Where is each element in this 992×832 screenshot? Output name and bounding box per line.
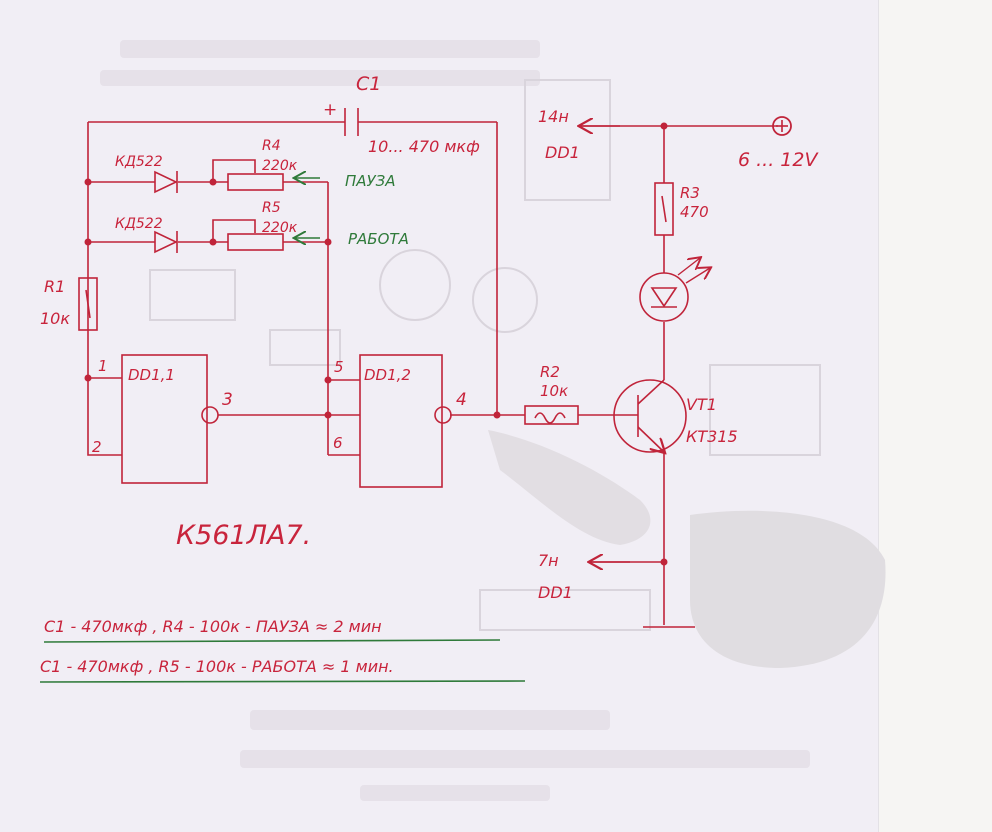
r4-value-label: 220к	[262, 158, 298, 174]
r2-name-label: R2	[540, 363, 560, 381]
pin3-label: 3	[222, 390, 233, 410]
diode-2	[154, 230, 178, 254]
dd12-label: DD1,2	[364, 366, 411, 384]
note-2-underline	[39, 680, 526, 683]
r3-value-label: 470	[680, 203, 709, 221]
c1-value-label: 10... 470 мкф	[368, 137, 480, 156]
power-terminal	[772, 116, 792, 136]
c1-plus-label: +	[323, 100, 337, 120]
potentiometer-r4	[227, 174, 320, 191]
pin14-label: 14н	[538, 107, 569, 126]
r2-value-label: 10к	[540, 382, 568, 400]
paper-page	[0, 0, 878, 832]
pin2-label: 2	[92, 438, 102, 456]
r1-value-label: 10к	[40, 309, 70, 328]
gate-dd1-2	[359, 354, 452, 488]
vt1-type-label: КТ315	[686, 427, 738, 446]
transistor-vt1	[613, 379, 687, 452]
pin7-label: 7н	[538, 551, 559, 570]
led	[639, 258, 710, 322]
r5-value-label: 220к	[262, 220, 298, 236]
resistor-r3	[654, 182, 674, 236]
diode2-label: КД522	[115, 216, 163, 232]
capacitor-c1	[344, 108, 359, 136]
note-line-1: C1 - 470мкф , R4 - 100к - ПАУЗА ≈ 2 мин	[44, 617, 382, 636]
junction-dots	[84, 122, 668, 566]
pin7-chip-label: DD1	[538, 583, 573, 602]
potentiometer-r5	[227, 234, 320, 251]
vt1-name-label: VT1	[686, 395, 717, 414]
diode1-label: КД522	[115, 154, 163, 170]
pin4-label: 4	[456, 390, 467, 410]
resistor-r1	[78, 277, 98, 331]
r1-name-label: R1	[44, 277, 65, 296]
pin14-chip-label: DD1	[545, 143, 580, 162]
smudge-marks	[488, 430, 886, 668]
pin6-label: 6	[333, 434, 343, 452]
gate-dd1-1	[121, 354, 219, 484]
wires	[87, 121, 778, 628]
c1-label: C1	[356, 73, 381, 95]
page-margin-strip	[878, 0, 992, 832]
r4-name-label: R4	[262, 138, 281, 154]
pin5-label: 5	[334, 358, 344, 376]
power-label: 6 ... 12V	[738, 149, 819, 171]
r5-name-label: R5	[262, 200, 281, 216]
note-line-2: C1 - 470мкф , R5 - 100к - РАБОТА ≈ 1 мин…	[40, 657, 394, 676]
pin1-label: 1	[98, 357, 108, 375]
pause-label: ПАУЗА	[345, 172, 396, 190]
dd11-label: DD1,1	[128, 366, 175, 384]
resistor-r2	[524, 405, 579, 425]
chip-label: К561ЛА7.	[176, 520, 311, 551]
bleed-through-marks	[100, 40, 821, 801]
diode-1	[154, 170, 178, 194]
r3-name-label: R3	[680, 184, 700, 202]
work-label: РАБОТА	[348, 230, 409, 248]
note-1-underline	[43, 639, 501, 643]
